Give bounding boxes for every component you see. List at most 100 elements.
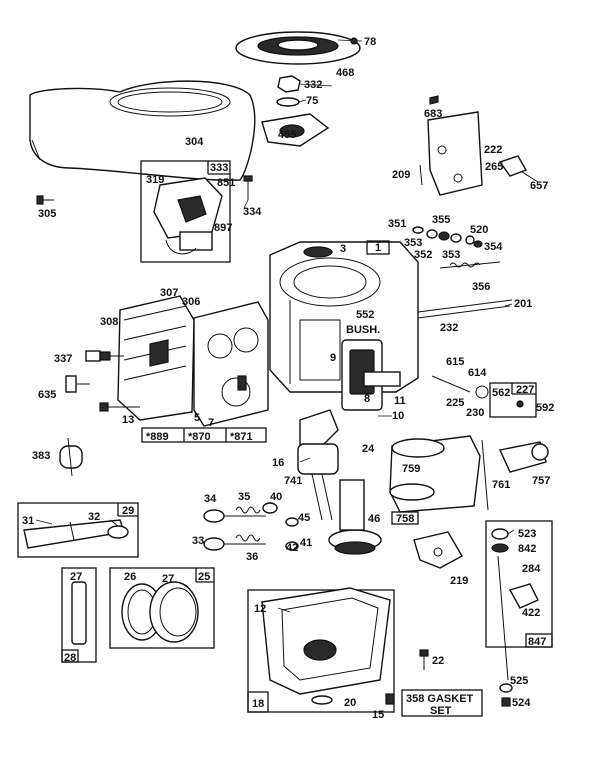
screw-305 [36,195,54,205]
label-27-a: 27 [70,571,82,583]
label-40: 40 [270,491,282,503]
label-383: 383 [32,450,50,462]
label-351: 351 [388,218,406,230]
exhaust-valve [203,537,266,551]
label-45: 45 [298,512,310,524]
camshaft-gear [328,479,382,555]
rocker-arm-box [17,502,139,558]
screw-334 [243,175,253,200]
label-201: 201 [514,298,532,310]
label-20: 20 [344,697,356,709]
label-520: 520 [470,224,488,236]
label-761: 761 [492,479,510,491]
armature-box [140,160,231,263]
governor-spring-and-link [417,261,513,319]
leader-lines [35,83,515,613]
part-labels: 78 468 332 75 455 304 333 319 851 897 33… [22,36,554,721]
label-209: 209 [392,169,410,181]
label-3: 3 [340,243,346,255]
spark-plug [85,350,124,362]
tube-383 [59,437,83,477]
label-615: 615 [446,356,464,368]
valve-springs [235,502,299,551]
oil-sump-box [247,587,395,713]
label-308: 308 [100,316,118,328]
air-cleaner-cover [235,31,363,65]
label-29: 29 [122,505,134,517]
label-468: 468 [336,67,354,79]
label-842: 842 [518,543,536,555]
label-552: 552 [356,309,374,321]
label-9: 9 [330,352,336,364]
label-1: 1 [375,242,381,254]
label-304: 304 [185,136,204,148]
label-16: 16 [272,457,284,469]
breather-assembly [341,339,401,411]
label-757: 757 [532,475,550,487]
label-635: 635 [38,389,56,401]
linkage-washers [412,226,483,248]
label-319: 319 [146,174,164,186]
label-525: 525 [510,675,528,687]
label-897: 897 [214,222,232,234]
fitting-635 [65,375,90,393]
label-851: 851 [217,177,235,189]
label-614: 614 [468,367,487,379]
intake-valve [203,509,266,523]
label-8: 8 [364,393,370,405]
label-78: 78 [364,36,376,48]
label-13: 13 [122,414,134,426]
label-27-b: 27 [162,573,174,585]
label-219: 219 [450,575,468,587]
label-353-b: 353 [442,249,460,261]
governor-lever [413,531,463,569]
label-12: 12 [254,603,266,615]
label-284: 284 [522,563,541,575]
label-356: 356 [472,281,490,293]
label-305: 305 [38,208,56,220]
label-741: 741 [284,475,302,487]
label-22: 22 [432,655,444,667]
label-657: 657 [530,180,548,192]
sump-bolt [419,649,429,670]
dipstick-box [485,520,553,707]
cylinder-head [117,295,195,421]
label-18: 18 [252,698,264,710]
label-352: 352 [414,249,432,261]
label-32: 32 [88,511,100,523]
label-26: 26 [124,571,136,583]
label-592: 592 [536,402,554,414]
label-847: 847 [528,636,546,648]
label-353-a: 353 [404,237,422,249]
head-bolt [99,402,140,412]
throttle-link [431,375,537,418]
label-11: 11 [394,395,406,407]
label-870: *870 [188,431,211,443]
label-bush: BUSH. [346,324,380,336]
kit-label-strip [141,427,267,443]
label-10: 10 [392,410,404,422]
label-225: 225 [446,397,464,409]
label-24: 24 [362,443,375,455]
label-523: 523 [518,528,536,540]
label-759: 759 [402,463,420,475]
label-25: 25 [198,571,210,583]
label-42: 42 [286,542,298,554]
blower-housing [29,80,256,181]
piston-box [109,567,215,649]
label-306: 306 [182,296,200,308]
label-15: 15 [372,709,384,721]
piston-pin-box [61,567,97,663]
label-227: 227 [516,384,534,396]
label-28: 28 [64,652,76,664]
label-35: 35 [238,491,250,503]
label-683: 683 [424,108,442,120]
label-75: 75 [306,95,318,107]
label-871: *871 [230,431,253,443]
label-set: SET [430,705,452,717]
label-455: 455 [278,129,296,141]
label-33: 33 [192,535,204,547]
label-5: 5 [194,412,200,424]
label-41: 41 [300,537,312,549]
